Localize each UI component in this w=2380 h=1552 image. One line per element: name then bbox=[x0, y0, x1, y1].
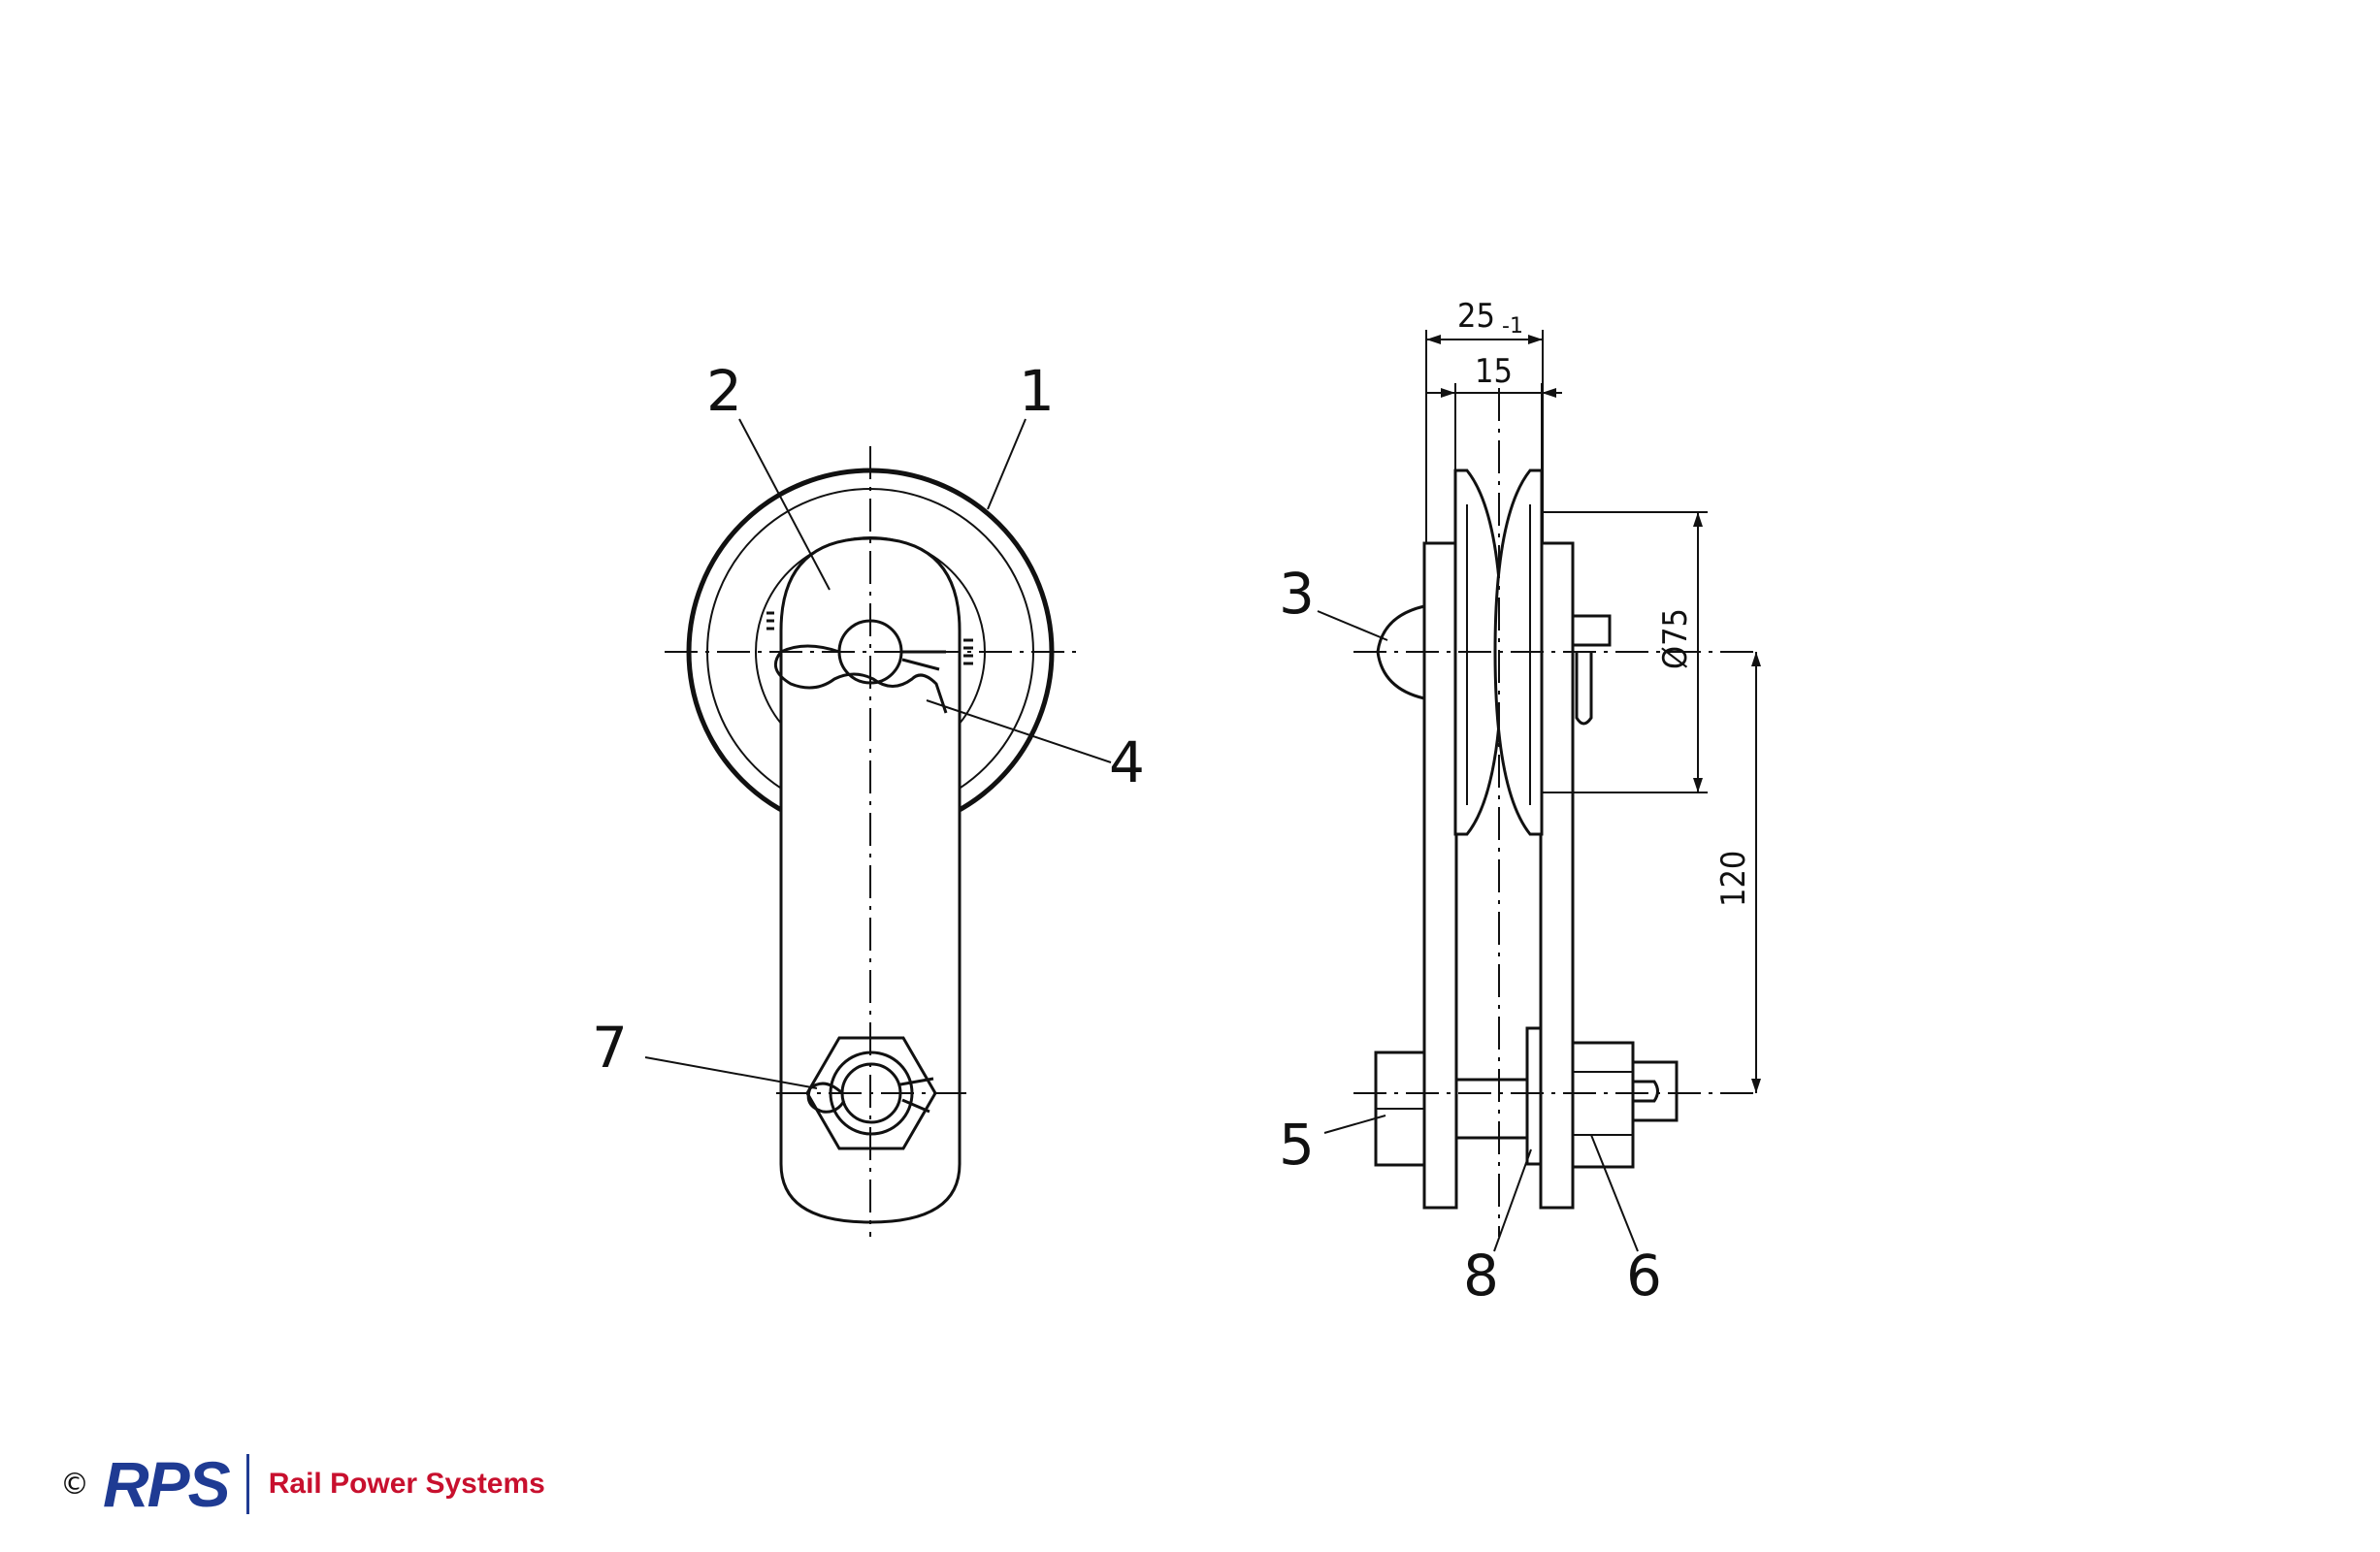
label-item-2: 2 bbox=[706, 358, 742, 424]
label-item-3: 3 bbox=[1279, 561, 1315, 627]
label-item-6: 6 bbox=[1626, 1243, 1662, 1309]
front-centerlines bbox=[665, 446, 1082, 1237]
side-nut bbox=[1571, 1041, 1635, 1169]
washer bbox=[1525, 1026, 1543, 1166]
logo-separator bbox=[245, 1454, 249, 1514]
copyright-symbol: © bbox=[60, 1467, 89, 1502]
label-item-1: 1 bbox=[1019, 358, 1055, 424]
footer-brand: © RPS Rail Power Systems bbox=[60, 1445, 545, 1523]
dim-overall-width: 25 bbox=[1457, 297, 1495, 336]
arrowheads bbox=[1426, 335, 1761, 1093]
label-item-8: 8 bbox=[1463, 1243, 1499, 1309]
rps-logo: RPS bbox=[103, 1448, 231, 1520]
dim-overall-width-tolerance: -1 bbox=[1502, 314, 1523, 339]
side-centerlines bbox=[1353, 388, 1756, 1237]
dim-center-distance: 120 bbox=[1714, 851, 1753, 907]
side-view bbox=[1317, 330, 1761, 1252]
front-leaders bbox=[644, 418, 1112, 1089]
side-leaders bbox=[1317, 610, 1639, 1252]
right-side-plate bbox=[1539, 541, 1575, 1210]
side-dimension-lines bbox=[1425, 330, 1757, 1093]
brand-name: Rail Power Systems bbox=[268, 1468, 545, 1500]
bolt-thread-end bbox=[1631, 1060, 1679, 1122]
side-split-pin bbox=[1575, 652, 1593, 726]
front-hatch-marks bbox=[766, 611, 973, 665]
lower-split-pin bbox=[806, 1077, 934, 1114]
label-item-7: 7 bbox=[592, 1015, 628, 1081]
bolt-split-pin bbox=[1633, 1080, 1659, 1103]
front-view bbox=[644, 418, 1112, 1237]
dim-groove-width: 15 bbox=[1475, 352, 1513, 391]
left-side-plate bbox=[1422, 541, 1458, 1210]
label-item-5: 5 bbox=[1279, 1112, 1315, 1178]
axle-pin-end bbox=[1571, 614, 1612, 647]
label-item-4: 4 bbox=[1109, 729, 1145, 795]
dim-diameter: Ø75 bbox=[1656, 608, 1695, 669]
